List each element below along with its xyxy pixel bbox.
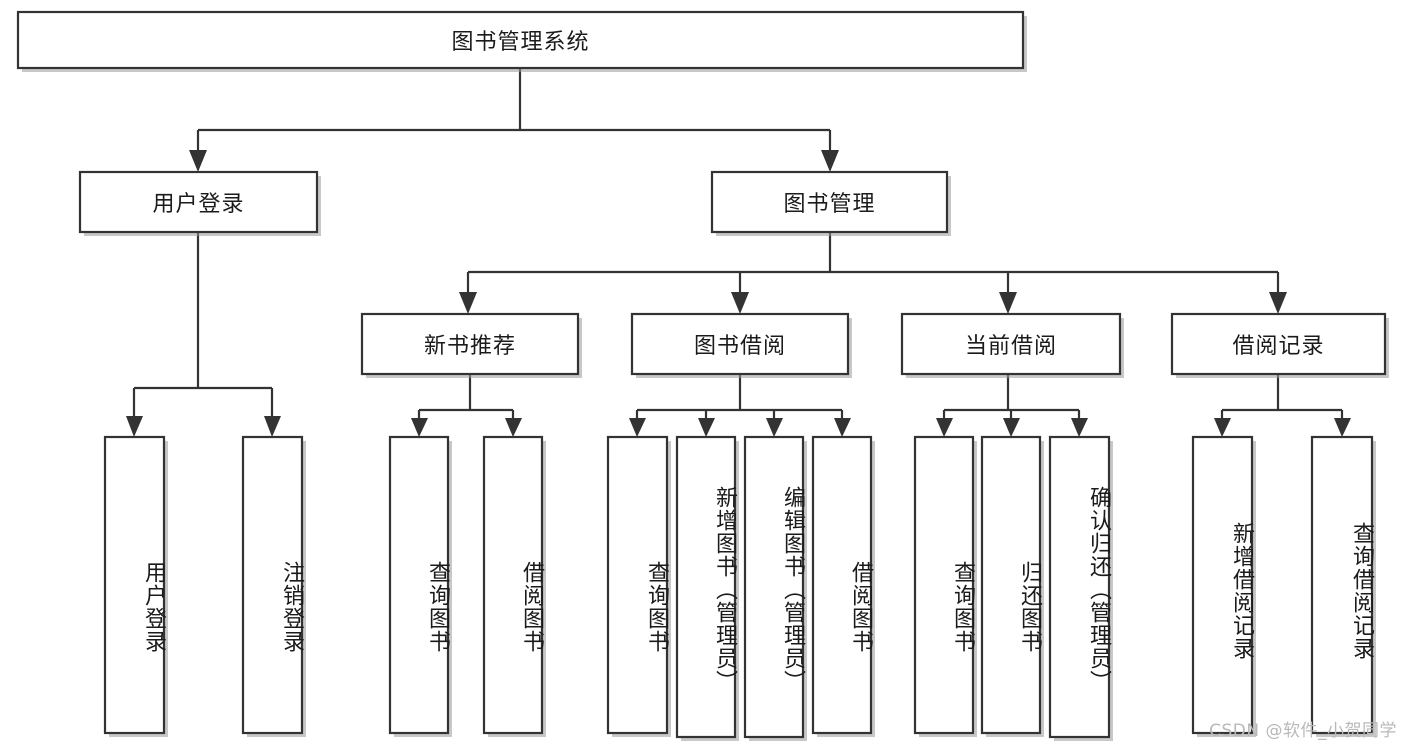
box-group xyxy=(16,10,1387,739)
arrowhead-a1 xyxy=(126,416,143,437)
arrowhead-d2 xyxy=(1003,418,1020,437)
node-l4-a2[interactable] xyxy=(241,435,304,735)
arrowhead-c3 xyxy=(766,418,783,437)
node-l3-borrow[interactable] xyxy=(630,312,850,376)
arrowhead-d1 xyxy=(936,418,953,437)
node-l4-c1[interactable] xyxy=(606,435,669,735)
node-l4-e2[interactable] xyxy=(1310,435,1374,735)
connector-group xyxy=(126,68,1351,437)
arrowhead-a2 xyxy=(264,416,281,437)
node-root[interactable] xyxy=(16,10,1025,70)
arrowhead-records xyxy=(1269,292,1287,314)
arrowhead-user-login xyxy=(189,150,207,172)
node-l4-c4[interactable] xyxy=(811,435,873,735)
arrowhead-c4 xyxy=(834,418,851,437)
arrowhead-borrow xyxy=(731,292,749,314)
arrowhead-book-mgmt xyxy=(821,150,839,172)
arrowhead-d3 xyxy=(1071,418,1088,437)
arrowhead-e1 xyxy=(1214,418,1231,437)
arrowhead-c1 xyxy=(629,418,646,437)
node-l4-e1[interactable] xyxy=(1191,435,1254,735)
node-l4-b1[interactable] xyxy=(388,435,450,735)
node-l4-a1[interactable] xyxy=(103,435,166,735)
watermark-text: CSDN @软件_小贺同学 xyxy=(1209,721,1397,741)
node-l4-d3[interactable] xyxy=(1048,435,1111,739)
node-l4-c2[interactable] xyxy=(675,435,737,739)
node-l3-records[interactable] xyxy=(1170,312,1387,376)
arrowhead-b1 xyxy=(411,418,428,437)
arrowhead-e2 xyxy=(1334,418,1351,437)
node-l2-book-mgmt[interactable] xyxy=(710,170,949,234)
arrowhead-current xyxy=(999,292,1017,314)
arrowhead-c2 xyxy=(698,418,715,437)
node-l2-user-login[interactable] xyxy=(78,170,319,234)
arrowhead-newbooks xyxy=(459,292,477,314)
node-l4-d1[interactable] xyxy=(913,435,975,735)
node-l3-current[interactable] xyxy=(900,312,1122,376)
node-l4-d2[interactable] xyxy=(980,435,1042,735)
node-l4-b2[interactable] xyxy=(482,435,544,735)
node-l4-c3[interactable] xyxy=(743,435,805,739)
node-l3-new-books[interactable] xyxy=(360,312,580,376)
arrowhead-b2 xyxy=(505,418,522,437)
